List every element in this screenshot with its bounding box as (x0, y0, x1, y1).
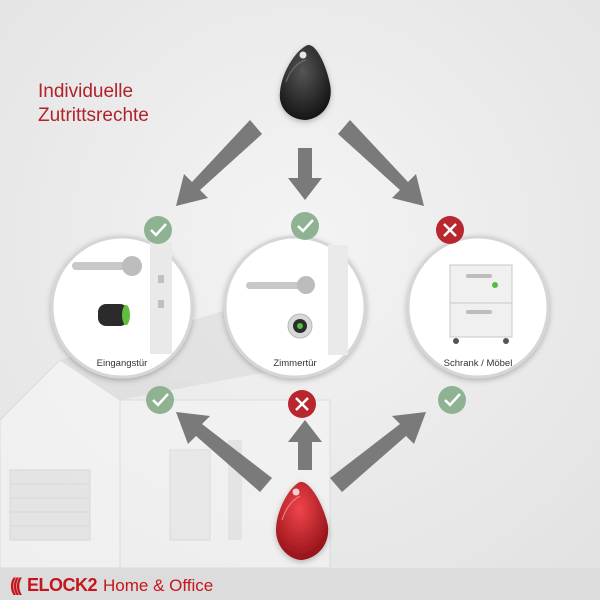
arrow-red-to-entrance (176, 412, 272, 492)
check-icon (150, 223, 167, 237)
black-key-fob (279, 44, 331, 120)
arrows-black-key (176, 120, 424, 206)
door-label-entrance: Eingangstür (96, 358, 148, 369)
cylinder-icon (98, 304, 128, 326)
handle-icon (246, 282, 306, 289)
check-icon (444, 393, 461, 407)
cross-icon (443, 223, 457, 237)
red-key-fob (276, 481, 329, 560)
arrow-black-to-cabinet (338, 120, 424, 206)
badge-entrance-red (146, 386, 174, 414)
door-label-room: Zimmertür (273, 358, 317, 369)
badge-entrance-black (144, 216, 172, 244)
footer-bar (0, 568, 600, 600)
arrows-red-key (176, 412, 426, 492)
brand: ((( ELOCK2 Home & Office (10, 575, 213, 596)
door-label-cabinet: Schrank / Möbel (443, 358, 513, 369)
tagline: Home & Office (103, 576, 214, 595)
badge-room-red (288, 390, 316, 418)
headline-line-2: Zutrittsrechte (38, 105, 149, 126)
door-frame (328, 245, 348, 355)
arrow-red-to-room (288, 420, 322, 470)
logo-mark-icon: ((( (10, 575, 22, 595)
handle-icon (72, 262, 134, 270)
check-icon (297, 219, 314, 233)
arrow-black-to-entrance (176, 120, 262, 206)
logo: ELOCK2 (26, 575, 98, 595)
arrow-black-to-room (288, 148, 322, 200)
headline-line-1: Individuelle (38, 81, 134, 102)
badge-cabinet-red (438, 386, 466, 414)
badge-room-black (291, 212, 319, 240)
door-circle-entrance (50, 235, 194, 379)
door-frame (150, 242, 172, 354)
check-icon (152, 393, 169, 407)
arrow-red-to-cabinet (330, 412, 426, 492)
headline: Individuelle Zutrittsrechte (38, 80, 149, 128)
badge-cabinet-black (436, 216, 464, 244)
door-circle-cabinet (406, 235, 550, 379)
cross-icon (295, 397, 309, 411)
cabinet-icon (449, 264, 513, 304)
door-circle-room (223, 235, 367, 379)
